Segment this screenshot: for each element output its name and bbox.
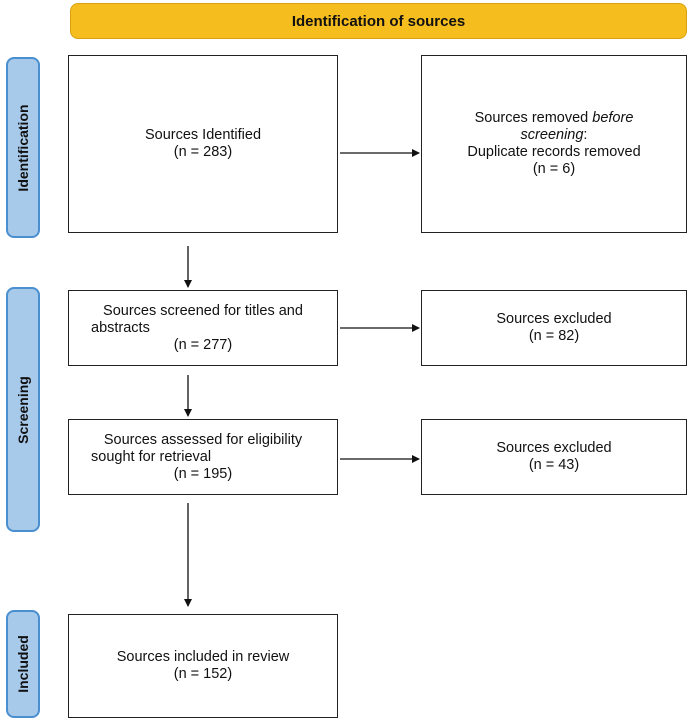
sources-assessed-box: Sources assessed for eligibility sought … — [68, 419, 338, 495]
sources-excluded-box-2: Sources excluded (n = 43) — [421, 419, 687, 495]
sources-identified-count: (n = 283) — [173, 144, 233, 160]
sources-assessed-line2: sought for retrieval — [91, 448, 212, 465]
sources-screened-count: (n = 277) — [173, 336, 233, 353]
sources-included-label: Sources included in review — [116, 649, 290, 665]
sources-identified-box: Sources Identified (n = 283) — [68, 55, 338, 233]
sources-included-box: Sources included in review (n = 152) — [68, 614, 338, 718]
sources-excluded-2-label: Sources excluded — [496, 440, 612, 456]
identification-of-sources-header: Identification of sources — [70, 3, 687, 39]
sources-excluded-1-label: Sources excluded — [496, 311, 612, 327]
sources-excluded-2-count: (n = 43) — [528, 457, 580, 473]
phase-included: Included — [6, 610, 40, 718]
sources-removed-line3: Duplicate records removed — [467, 144, 641, 160]
sources-screened-line1: Sources screened for titles and — [103, 302, 303, 319]
sources-removed-line2: screening: — [520, 127, 588, 143]
sources-screened-box: Sources screened for titles and abstract… — [68, 290, 338, 366]
sources-removed-box: Sources removed before screening: Duplic… — [421, 55, 687, 233]
sources-excluded-1-count: (n = 82) — [528, 328, 580, 344]
sources-identified-label: Sources Identified — [144, 127, 262, 143]
sources-removed-line1: Sources removed before — [474, 110, 634, 126]
sources-excluded-box-1: Sources excluded (n = 82) — [421, 290, 687, 366]
phase-screening: Screening — [6, 287, 40, 532]
sources-included-count: (n = 152) — [173, 666, 233, 682]
sources-assessed-line1: Sources assessed for eligibility — [103, 431, 303, 448]
phase-identification: Identification — [6, 57, 40, 238]
sources-assessed-count: (n = 195) — [173, 465, 233, 482]
header-title: Identification of sources — [291, 12, 466, 30]
sources-removed-count: (n = 6) — [532, 161, 576, 177]
sources-screened-line2: abstracts — [91, 319, 150, 336]
